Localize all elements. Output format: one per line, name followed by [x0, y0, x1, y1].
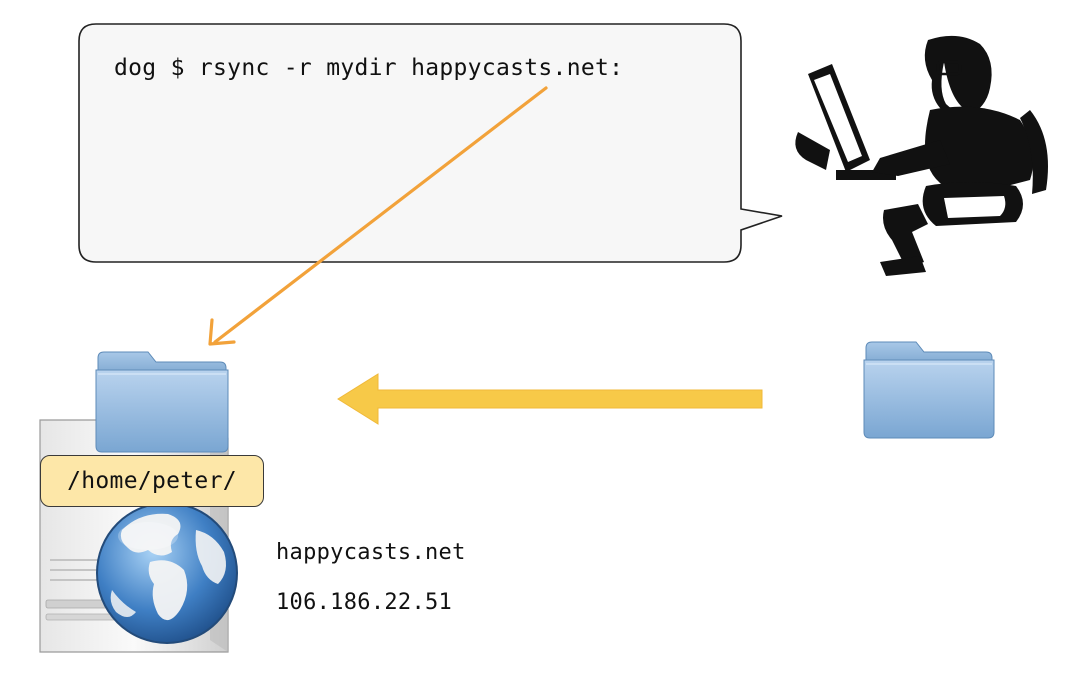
globe-icon	[96, 502, 238, 644]
speech-bubble	[78, 23, 783, 263]
local-folder-icon	[863, 341, 995, 439]
remote-folder-icon	[95, 351, 229, 453]
remote-path-label: /home/peter/	[40, 455, 264, 507]
pointer-arrow	[208, 86, 548, 346]
server-ip-address: 106.186.22.51	[276, 590, 453, 615]
person-at-computer-icon	[795, 35, 1048, 276]
transfer-arrow	[337, 373, 763, 425]
rsync-command-text: dog $ rsync -r mydir happycasts.net:	[114, 55, 624, 81]
server-hostname: happycasts.net	[276, 540, 466, 565]
